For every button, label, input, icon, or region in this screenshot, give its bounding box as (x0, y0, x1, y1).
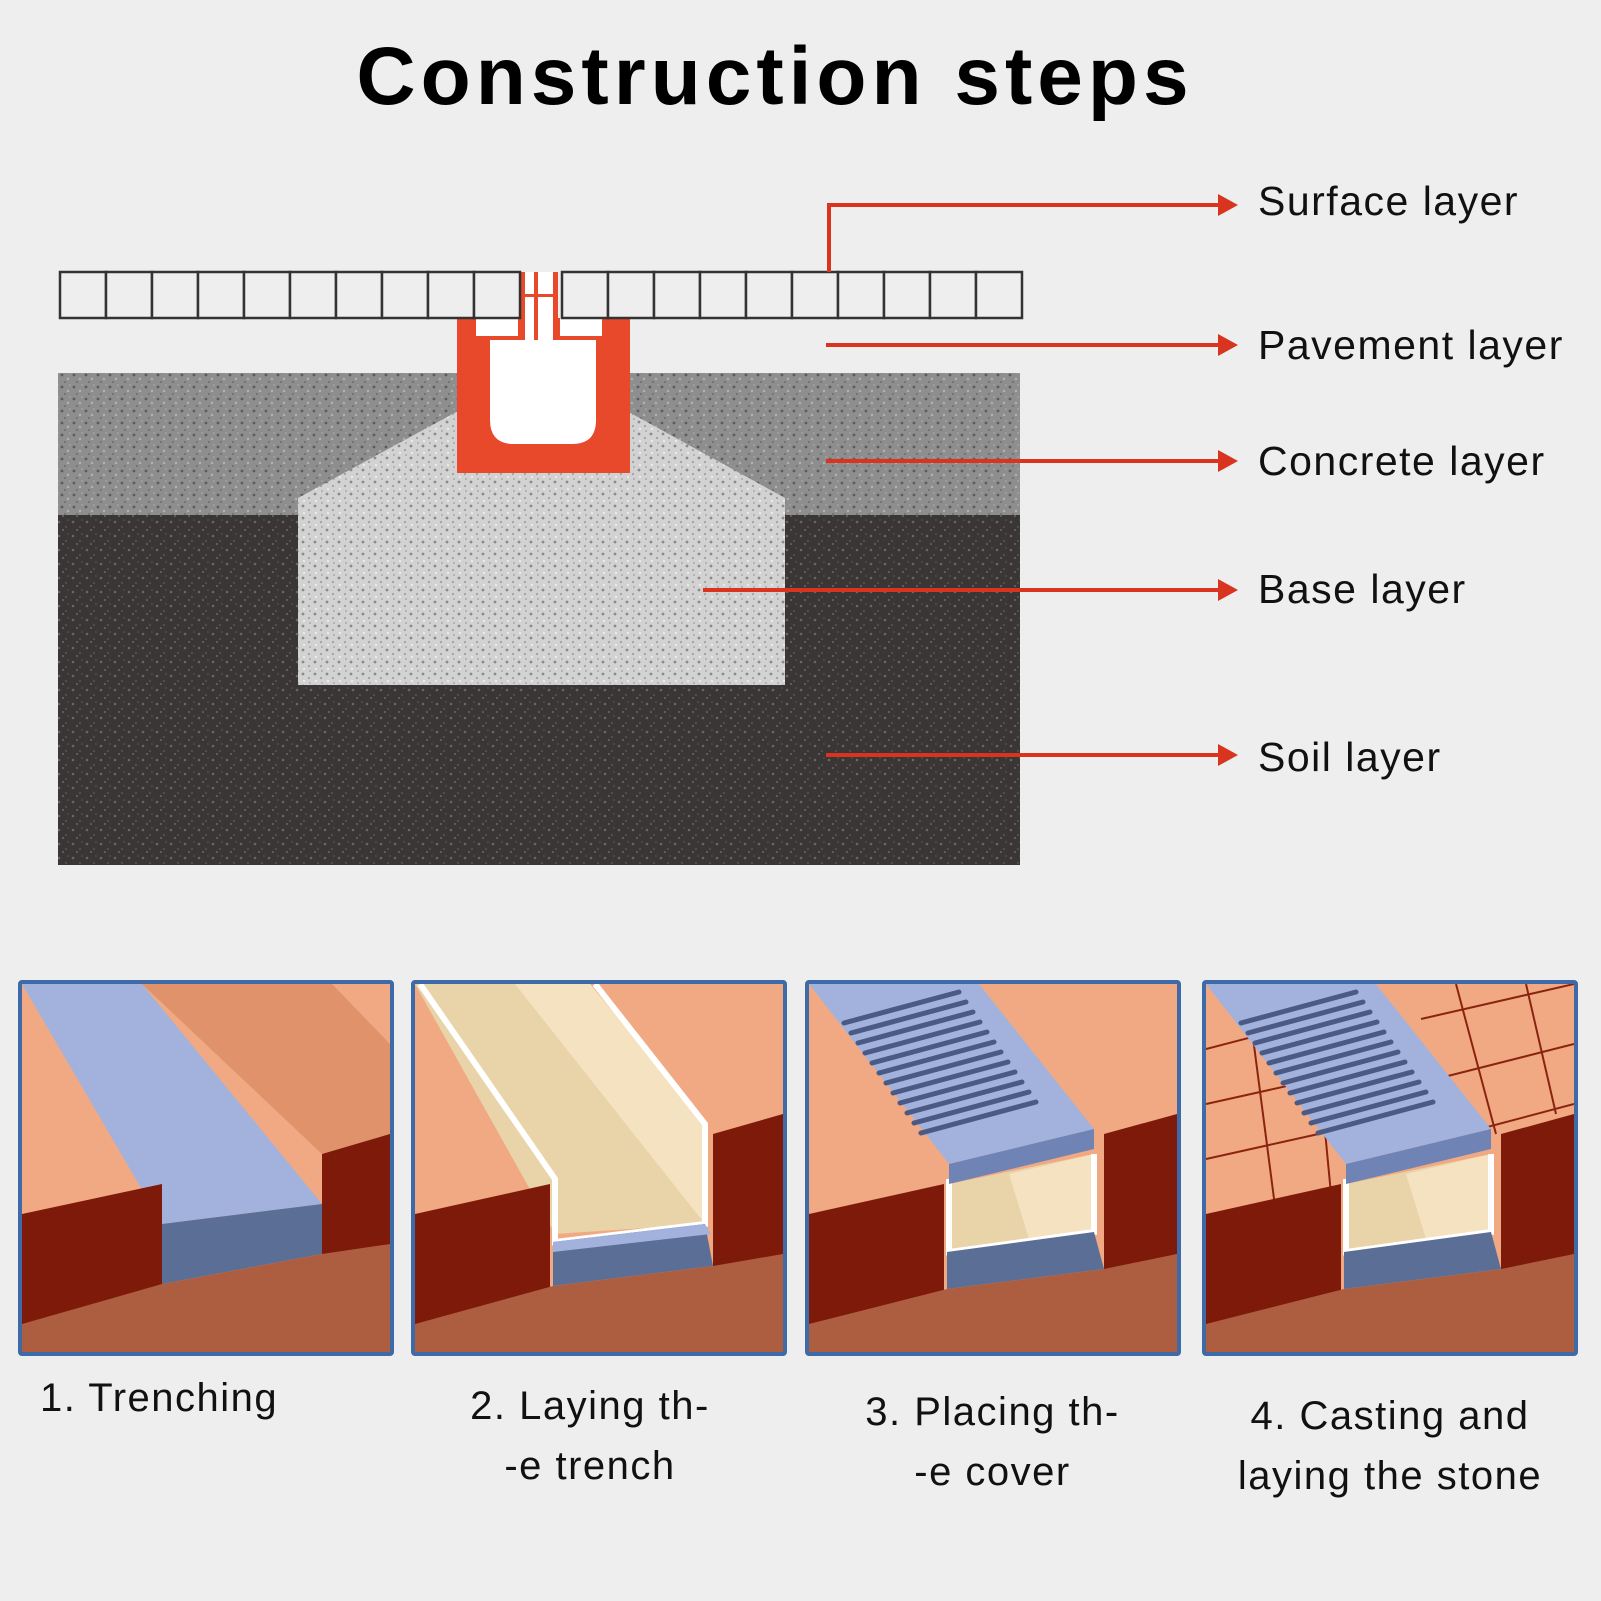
paving-stone (104, 270, 154, 320)
surface-arrow (827, 203, 1218, 272)
label-concrete-layer: Concrete layer (1258, 438, 1546, 484)
cover-slot (1259, 1019, 1380, 1056)
cover-slot (1273, 1039, 1394, 1076)
cover-slot (1238, 989, 1359, 1026)
paving-stone (790, 270, 840, 320)
cover-slot (1308, 1089, 1429, 1126)
cover-slot (841, 989, 962, 1026)
paving-stone (472, 270, 522, 320)
step-1-illustration (18, 980, 394, 1356)
step-2-caption: 2. Laying th- -e trench (420, 1376, 760, 1496)
paving-stone (288, 270, 338, 320)
label-pavement-layer: Pavement layer (1258, 322, 1564, 368)
cover-slot (897, 1069, 1018, 1106)
paving-stone (882, 270, 932, 320)
cover-slot (1301, 1079, 1422, 1116)
base-layer (298, 410, 785, 685)
label-soil-layer: Soil layer (1258, 734, 1442, 780)
paving-stone (744, 270, 794, 320)
paving-stone (698, 270, 748, 320)
layer-arrows (703, 194, 1238, 766)
step-4-illustration (1202, 980, 1578, 1356)
cover-slot (911, 1089, 1032, 1126)
paving-stone (334, 270, 384, 320)
step-3-caption: 3. Placing th- -e cover (820, 1382, 1165, 1502)
step-4-caption-line2: laying the stone (1237, 1454, 1543, 1498)
cover-slot (1266, 1029, 1387, 1066)
pavement-arrowhead (1218, 334, 1238, 356)
step-1-caption-line1: 1. Trenching (40, 1376, 279, 1420)
step-2-illustration (411, 980, 787, 1356)
cover-slot (904, 1079, 1025, 1116)
cover-slot (883, 1049, 1004, 1086)
concrete-arrowhead (1218, 450, 1238, 472)
step-2-caption-line2: -e trench (504, 1444, 676, 1488)
cover-slot (1252, 1009, 1373, 1046)
paving-stone (58, 270, 108, 320)
cover-slots (841, 989, 1039, 1136)
page-title: Construction steps (356, 31, 1194, 122)
paving-stone (560, 270, 610, 320)
label-base-layer: Base layer (1258, 566, 1467, 612)
cover-slot (1287, 1059, 1408, 1096)
cover-slot (1280, 1049, 1401, 1086)
cover-slot (869, 1029, 990, 1066)
cover-slot (1315, 1099, 1436, 1136)
step-3-caption-line2: -e cover (914, 1450, 1071, 1494)
step-1-caption: 1. Trenching (40, 1368, 278, 1428)
paving-stone (836, 270, 886, 320)
cover-slots (1238, 989, 1436, 1136)
paving-stone (974, 270, 1024, 320)
cover-slot (1294, 1069, 1415, 1106)
cover-slot (855, 1009, 976, 1046)
surface-paving-stones (58, 270, 1024, 320)
paving-stone (380, 270, 430, 320)
cross-section-diagram (58, 194, 1238, 865)
paving-stone (928, 270, 978, 320)
paving-stone (426, 270, 476, 320)
cover-slot (876, 1039, 997, 1076)
base-arrowhead (1218, 579, 1238, 601)
cover-slot (918, 1099, 1039, 1136)
soil-arrowhead (1218, 744, 1238, 766)
paving-stone (196, 270, 246, 320)
step-4-caption: 4. Casting and laying the stone (1210, 1386, 1570, 1506)
paving-stone (606, 270, 656, 320)
paving-stone (150, 270, 200, 320)
surface-arrowhead (1218, 194, 1238, 216)
step-2-caption-line1: 2. Laying th- (470, 1384, 710, 1428)
step-3-illustration (805, 980, 1181, 1356)
cover-slot (890, 1059, 1011, 1096)
step-3-caption-line1: 3. Placing th- (865, 1390, 1120, 1434)
step-4-caption-line1: 4. Casting and (1250, 1394, 1530, 1438)
paving-stone (652, 270, 702, 320)
label-surface-layer: Surface layer (1258, 178, 1520, 224)
drain-channel (457, 272, 630, 473)
cover-slot (1245, 999, 1366, 1036)
cover-slot (862, 1019, 983, 1056)
paving-stone (242, 270, 292, 320)
cover-slot (848, 999, 969, 1036)
